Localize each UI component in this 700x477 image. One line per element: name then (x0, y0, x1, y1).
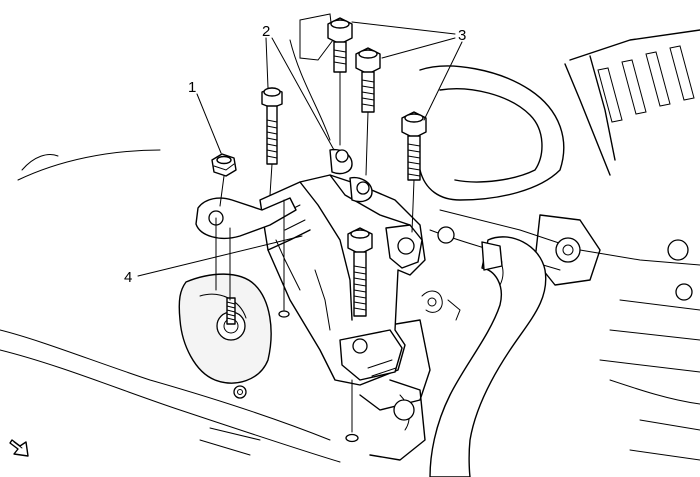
coolant-hose (429, 236, 547, 477)
mount-tab (195, 197, 297, 301)
bolt-item-2 (261, 87, 283, 165)
background-structure (0, 13, 341, 463)
bolt-center (347, 227, 373, 317)
bolt-item-3-a (327, 17, 353, 73)
bolt-item-3-c (401, 111, 427, 181)
callout-leaders (137, 21, 463, 277)
bolt-item-3-b (355, 47, 381, 113)
hose-clip (421, 290, 461, 321)
engine-mount-bracket (244, 148, 426, 386)
arrow-view-direction-icon (9, 439, 29, 457)
callout-label-3: 3 (458, 27, 466, 44)
alignment-lines (219, 71, 415, 443)
callout-label-1: 1 (188, 79, 196, 96)
callout-label-2: 2 (262, 23, 270, 40)
transmission-support (178, 273, 431, 461)
nut (211, 153, 237, 177)
callout-label-4: 4 (124, 269, 132, 286)
